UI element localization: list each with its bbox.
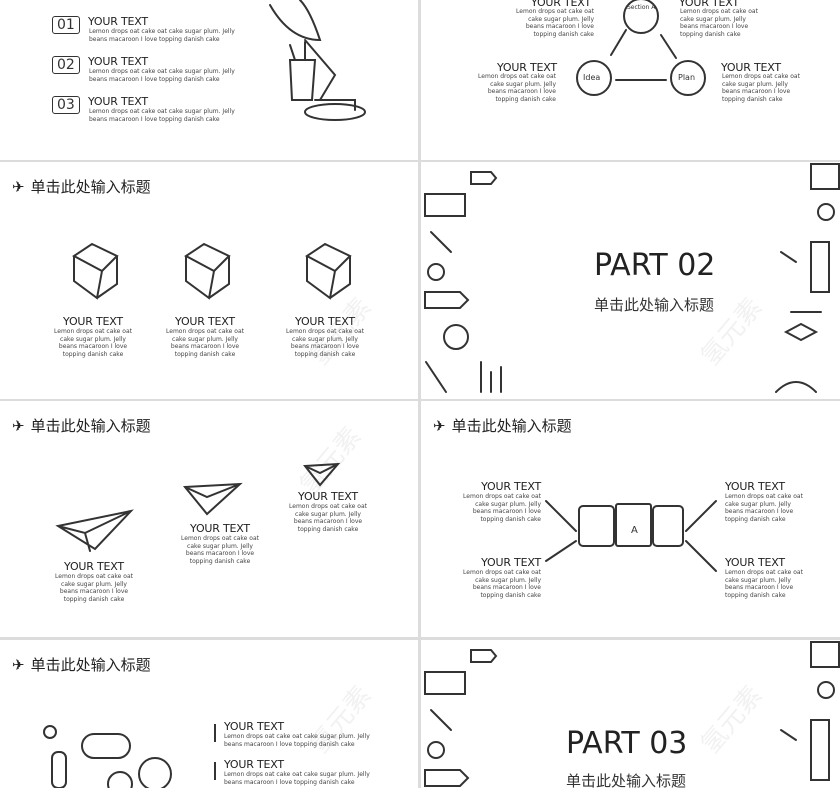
- block-title: YOUR TEXT: [725, 480, 785, 493]
- doodle-border-right: [780, 641, 840, 781]
- doodle-border-right: [775, 163, 840, 393]
- paper-plane-medium-icon: [182, 482, 243, 516]
- desk-lamp-icon: [269, 0, 366, 121]
- paper-plane-small-icon: [303, 462, 341, 487]
- puzzle-diagram: [545, 500, 717, 572]
- paper-plane-icon: ✈: [12, 177, 25, 196]
- slide-title-text: 单击此处输入标题: [451, 417, 572, 435]
- item-title: YOUR TEXT: [88, 15, 148, 28]
- paper-plane-icon: ✈: [12, 655, 25, 674]
- item-number: 02: [52, 56, 80, 74]
- paper-plane-large-icon: [55, 509, 134, 552]
- block-title: YOUR TEXT: [481, 480, 541, 493]
- paper-plane-icon: ✈: [12, 416, 25, 435]
- slide-thumbnail-list[interactable]: 01 YOUR TEXT Lemon drops oat cake oat ca…: [0, 0, 418, 160]
- cube-icon: [72, 242, 119, 300]
- block-title: YOUR TEXT: [224, 758, 284, 771]
- block-title: YOUR TEXT: [224, 720, 284, 733]
- part-heading: PART 02: [594, 248, 716, 283]
- item-title: YOUR TEXT: [88, 55, 148, 68]
- cube-icon: [305, 242, 352, 300]
- puzzle-letter: A: [631, 525, 638, 536]
- slide-title: ✈ 单击此处输入标题: [12, 415, 151, 436]
- slide-title-text: 单击此处输入标题: [30, 656, 151, 674]
- block-title: YOUR TEXT: [497, 61, 557, 74]
- block-title: YOUR TEXT: [295, 315, 355, 328]
- doodle-border-left: [424, 649, 498, 787]
- node-idea: Idea: [583, 73, 601, 82]
- part-subtitle: 单击此处输入标题: [566, 772, 687, 788]
- item-desc: Lemon drops oat cake oat cake sugar plum…: [89, 68, 235, 83]
- block-title: YOUR TEXT: [64, 560, 124, 573]
- block-desc: Lemon drops oat cake oat cake sugar plum…: [224, 771, 370, 786]
- block-title: YOUR TEXT: [531, 0, 591, 9]
- paper-plane-icon: ✈: [433, 416, 446, 435]
- pills-icon: [43, 725, 172, 788]
- block-title: YOUR TEXT: [298, 490, 358, 503]
- slide-thumbnail-part-02[interactable]: 氢元素 PART 02 单击此处输入标题: [421, 162, 840, 399]
- block-title: YOUR TEXT: [725, 556, 785, 569]
- item-title: YOUR TEXT: [88, 95, 148, 108]
- slide-title-text: 单击此处输入标题: [30, 178, 151, 196]
- block-desc: Lemon drops oat cake oat cake sugar plum…: [224, 733, 370, 748]
- item-desc: Lemon drops oat cake oat cake sugar plum…: [89, 28, 235, 43]
- block-title: YOUR TEXT: [481, 556, 541, 569]
- node-section-a: Section A: [627, 4, 656, 11]
- block-title: YOUR TEXT: [63, 315, 123, 328]
- block-title: YOUR TEXT: [679, 0, 739, 9]
- block-title: YOUR TEXT: [721, 61, 781, 74]
- part-heading: PART 03: [566, 726, 688, 761]
- node-plan: Plan: [678, 73, 696, 82]
- slide-title: ✈ 单击此处输入标题: [12, 176, 151, 197]
- slide-thumbnail-part-03[interactable]: 氢元素 PART 03 单击此处输入标题: [421, 640, 840, 788]
- slide-title: ✈ 单击此处输入标题: [12, 654, 151, 675]
- block-title: YOUR TEXT: [175, 315, 235, 328]
- item-desc: Lemon drops oat cake oat cake sugar plum…: [89, 108, 235, 123]
- divider: [214, 762, 216, 780]
- watermark: 氢元素: [695, 680, 769, 760]
- divider: [214, 724, 216, 742]
- item-number: 03: [52, 96, 80, 114]
- doodle-border-left: [424, 171, 502, 393]
- slide-title: ✈ 单击此处输入标题: [433, 415, 572, 436]
- block-title: YOUR TEXT: [190, 522, 250, 535]
- cube-icon: [184, 242, 231, 300]
- part-subtitle: 单击此处输入标题: [594, 296, 715, 314]
- cycle-diagram: [576, 0, 706, 96]
- slide-title-text: 单击此处输入标题: [30, 417, 151, 435]
- item-number: 01: [52, 16, 80, 34]
